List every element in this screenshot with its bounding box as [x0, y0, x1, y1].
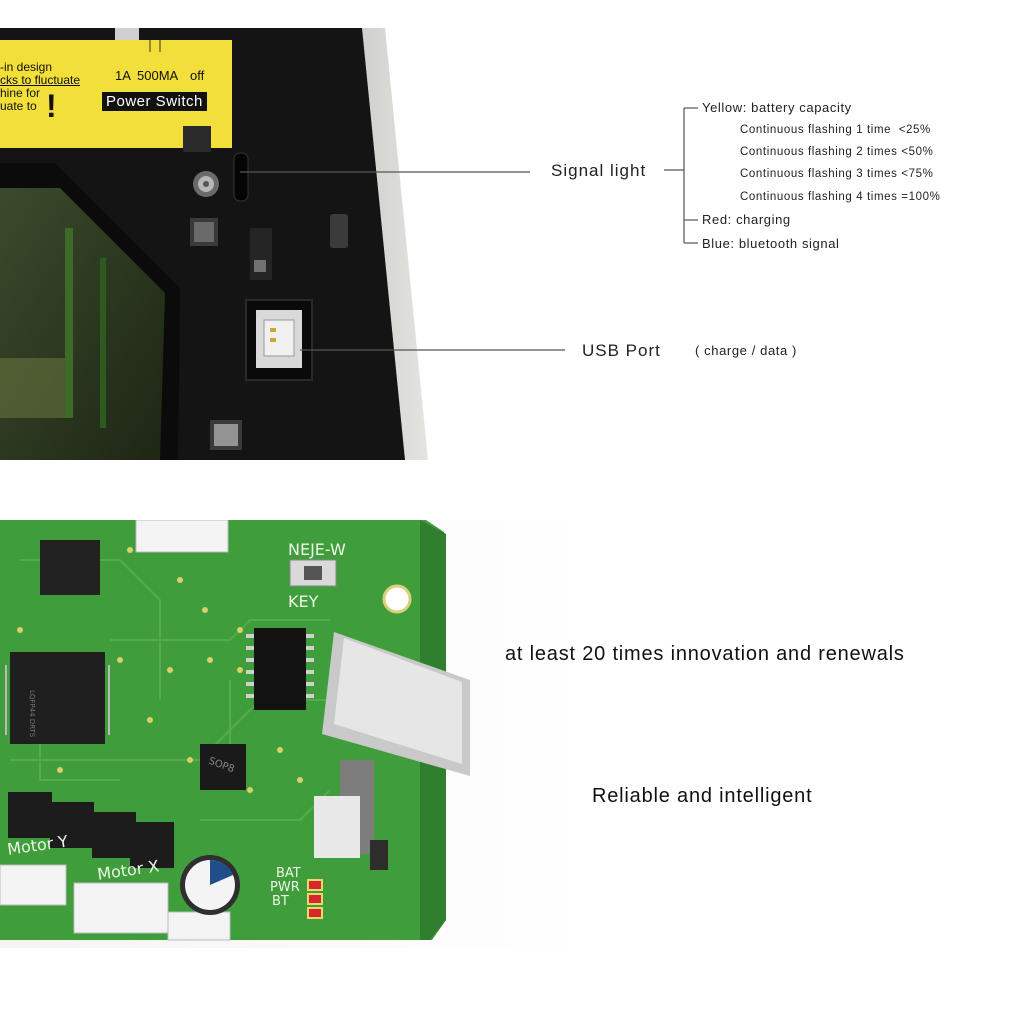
- silkscreen-neje: NEJE-W: [288, 540, 346, 559]
- yellow-flash-4: Continuous flashing 4 times =100%: [740, 191, 941, 203]
- device-photo: -in design cks to fluctuate hine for uat…: [0, 28, 430, 460]
- usb-port-label: USB Port: [582, 341, 661, 360]
- pcb-photo: NEJE-W KEY Motor Y Motor X BAT PWR BT LQ…: [0, 519, 590, 948]
- usb-port-note: ( charge / data ): [695, 343, 797, 358]
- silkscreen-bat: BAT: [276, 866, 301, 881]
- silkscreen-bt: BT: [272, 894, 289, 909]
- switch-scale-500ma: 500MA: [137, 68, 179, 83]
- yellow-flash-3: Continuous flashing 3 times <75%: [740, 168, 934, 180]
- silkscreen-pwr: PWR: [270, 880, 300, 895]
- warning-mark: !: [46, 88, 57, 124]
- yellow-flash-1: Continuous flashing 1 time <25%: [740, 124, 931, 136]
- signal-light-label: Signal light: [551, 161, 647, 180]
- switch-scale-1a: 1A: [115, 68, 131, 83]
- sticker-line: hine for: [0, 86, 41, 100]
- sticker-line: uate to: [0, 99, 37, 113]
- yellow-led-label: Yellow: battery capacity: [702, 100, 852, 115]
- mcu-chip-label: LQFP44 DRTS: [28, 690, 36, 738]
- tagline-reliable: Reliable and intelligent: [592, 785, 813, 807]
- yellow-flash-2: Continuous flashing 2 times <50%: [740, 146, 934, 158]
- sticker-line: cks to fluctuate: [0, 73, 81, 87]
- sticker-line: -in design: [0, 60, 53, 74]
- device-photo-art: [0, 28, 430, 460]
- red-led-label: Red: charging: [702, 212, 791, 227]
- silkscreen-key: KEY: [288, 592, 319, 611]
- switch-scale-off: off: [190, 68, 205, 83]
- pcb-photo-art: [0, 519, 590, 948]
- power-switch-label: Power Switch: [102, 92, 207, 111]
- blue-led-label: Blue: bluetooth signal: [702, 236, 840, 251]
- tagline-innovation: at least 20 times innovation and renewal…: [505, 643, 905, 665]
